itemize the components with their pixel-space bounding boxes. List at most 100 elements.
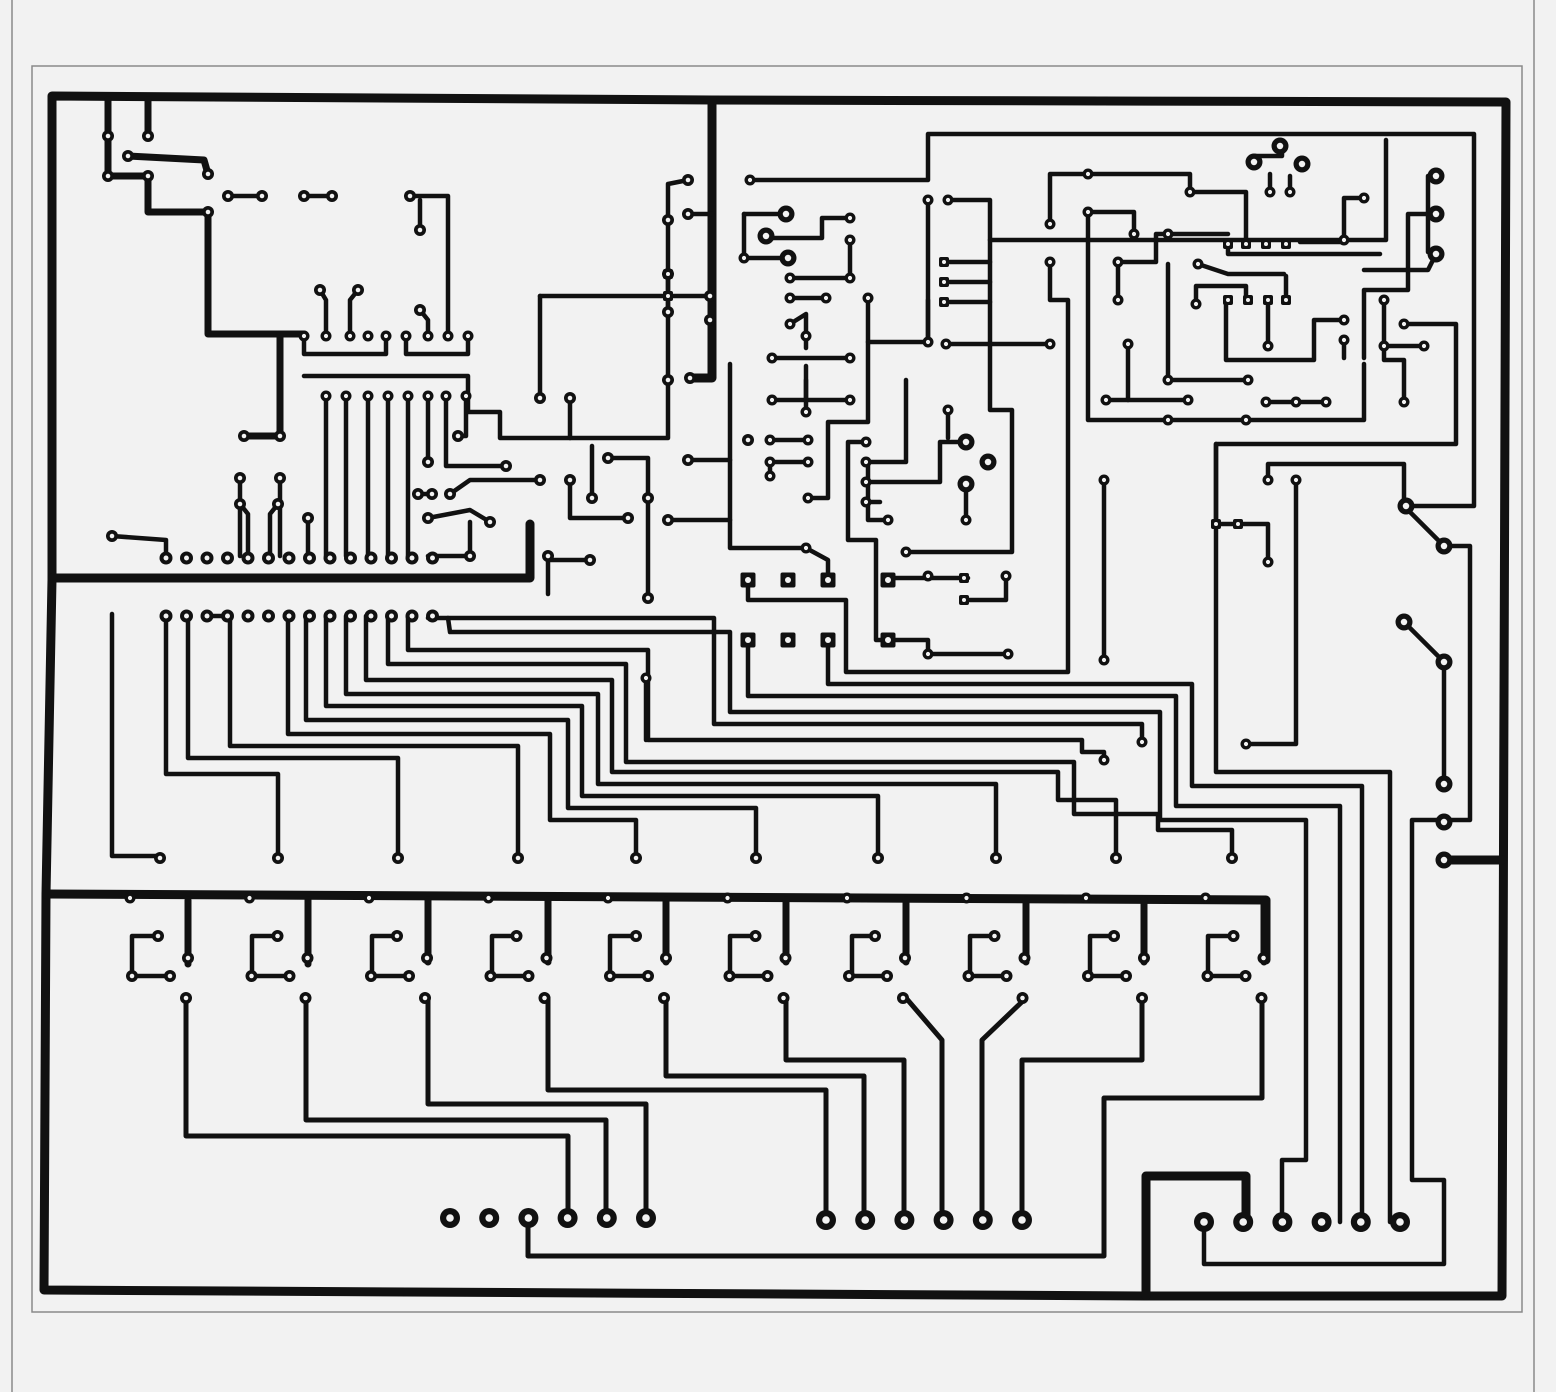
ic-pin	[385, 551, 398, 565]
component-pad	[1112, 294, 1124, 306]
component-pad	[940, 338, 952, 350]
component-pad	[234, 472, 246, 484]
driver-pad	[843, 970, 855, 982]
component-pad	[764, 434, 776, 446]
driver-pad	[1018, 952, 1031, 964]
small-square-pad	[959, 595, 969, 605]
component-pad	[860, 476, 872, 488]
ic-pin	[344, 609, 357, 623]
driver-pad	[1257, 952, 1270, 964]
component-pad	[1338, 334, 1350, 346]
component-pad	[298, 190, 310, 202]
component-pad	[766, 394, 778, 406]
ic-pin	[180, 609, 193, 623]
sheet-frame	[11, 0, 1535, 1392]
socket-pin	[422, 330, 434, 342]
driver-ground-stubs	[184, 896, 1268, 968]
large-pad	[1245, 153, 1263, 171]
component-pad	[764, 470, 776, 482]
socket-pin	[402, 390, 414, 402]
ic-pin	[426, 551, 439, 565]
component-pad	[844, 394, 856, 406]
large-pad	[1435, 653, 1453, 671]
large-pad	[1435, 813, 1453, 831]
component-pad	[1320, 396, 1332, 408]
component-pad	[1044, 218, 1056, 230]
driver-pad	[1255, 992, 1268, 1004]
connector-pad	[894, 1210, 915, 1230]
component-pad	[602, 452, 614, 464]
component-pad	[860, 456, 872, 468]
component-pad	[1112, 256, 1124, 268]
small-square-pad	[1261, 239, 1271, 249]
component-pad	[784, 272, 796, 284]
component-pad	[202, 206, 214, 218]
component-pad	[764, 456, 776, 468]
component-pad	[844, 352, 856, 364]
square-pad	[820, 572, 836, 588]
component-pad	[484, 516, 496, 528]
connector-pad	[972, 1210, 993, 1230]
component-pad	[534, 474, 546, 486]
component-pad	[1284, 186, 1296, 198]
driver-pad	[152, 930, 164, 942]
component-pad	[922, 336, 934, 348]
component-pad	[1128, 228, 1140, 240]
socket-pin	[320, 330, 332, 342]
component-pad	[1242, 374, 1254, 386]
component-pad	[222, 190, 234, 202]
component-pad	[844, 234, 856, 246]
connector-pad	[440, 1208, 460, 1228]
component-pad	[802, 492, 814, 504]
component-pad	[1000, 570, 1012, 582]
component-pad	[1190, 298, 1202, 310]
component-pad	[1290, 396, 1302, 408]
component-pad	[426, 488, 438, 500]
ic-pin	[323, 551, 337, 565]
component-pad	[314, 284, 326, 296]
small-square-pad	[1223, 295, 1233, 305]
driver-pad	[777, 992, 790, 1004]
socket-pin	[362, 390, 374, 402]
component-pad	[704, 314, 716, 326]
large-pad	[1293, 155, 1311, 173]
component-pad	[1418, 340, 1430, 352]
ic-pin	[221, 551, 234, 565]
component-pad	[1098, 474, 1110, 486]
driver-pad	[1000, 970, 1013, 982]
component-pad	[1358, 192, 1370, 204]
connector-pad	[816, 1210, 836, 1230]
component-pad	[1290, 474, 1302, 486]
connector-pad	[855, 1210, 876, 1230]
component-pad	[960, 514, 972, 526]
driver-pad	[421, 952, 433, 964]
socket-pin	[422, 390, 434, 402]
socket-pin	[460, 390, 472, 402]
component-pad	[1100, 394, 1112, 406]
connector-pad	[596, 1208, 617, 1228]
large-pad	[1435, 537, 1453, 555]
driver-pad	[779, 952, 792, 964]
component-pad	[1240, 414, 1252, 426]
component-pad	[1082, 206, 1094, 218]
component-pad	[106, 530, 118, 542]
component-pad	[102, 130, 114, 142]
component-pad	[662, 514, 674, 526]
component-pad	[738, 252, 750, 264]
large-pad	[1435, 775, 1453, 793]
component-pad	[844, 272, 856, 284]
component-pad	[642, 492, 654, 504]
driver-rail-pad	[483, 892, 494, 904]
connector-pad	[1012, 1210, 1032, 1230]
driver-pad	[604, 970, 616, 982]
small-square-pad	[1243, 295, 1253, 305]
component-pad	[642, 592, 654, 604]
connector-pad	[518, 1208, 539, 1228]
ic-pin	[241, 551, 255, 565]
component-pad	[1162, 374, 1174, 386]
connector-pad	[1311, 1212, 1332, 1232]
component-pad	[682, 174, 694, 186]
pads-layer	[102, 130, 1453, 1232]
component-pad	[1184, 186, 1196, 198]
component-pad	[1182, 394, 1194, 406]
